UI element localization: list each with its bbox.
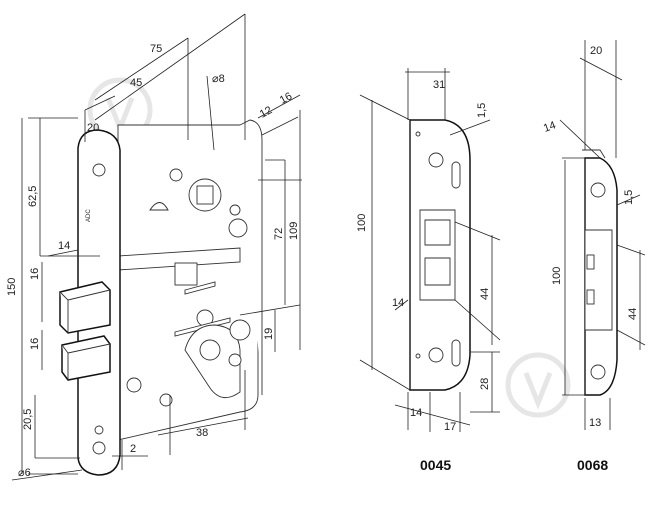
dim-20-strike: 20 — [590, 45, 602, 57]
dim-12: 12 — [258, 104, 274, 120]
lock-body-drawing: ADC — [11, 13, 302, 481]
dim-31: 31 — [433, 79, 445, 91]
dim-62-5: 62,5 — [27, 186, 39, 207]
dim-1-5-a: 1,5 — [476, 103, 488, 118]
watermark-logo-right — [505, 352, 571, 418]
dim-44-b: 44 — [627, 308, 639, 320]
dim-17: 17 — [444, 421, 456, 433]
dim-d6: ⌀6 — [18, 467, 31, 479]
dim-28: 28 — [479, 378, 491, 390]
model-code-0068: 0068 — [577, 457, 608, 473]
dim-38: 38 — [196, 427, 208, 439]
dim-d8: ⌀8 — [212, 73, 225, 85]
dim-16-latch: 16 — [29, 268, 41, 280]
dim-2: 2 — [130, 443, 136, 455]
dim-109: 109 — [288, 222, 300, 240]
dim-14: 14 — [58, 240, 70, 252]
dim-16-bolt: 16 — [29, 338, 41, 350]
dim-45: 45 — [130, 77, 142, 89]
strike-0045-drawing — [359, 68, 501, 432]
dim-1-5-b: 1,5 — [623, 190, 635, 205]
model-code-0045: 0045 — [420, 457, 451, 473]
dim-14-strike2: 14 — [542, 119, 558, 134]
dim-19: 19 — [263, 328, 275, 340]
strike-0068-drawing — [559, 40, 646, 430]
dim-20-5: 20,5 — [22, 409, 34, 430]
dim-100-a: 100 — [356, 214, 368, 232]
dim-14-strike: 14 — [392, 297, 404, 309]
dim-75: 75 — [150, 43, 162, 55]
dim-14-bottom: 14 — [410, 407, 422, 419]
svg-text:ADC: ADC — [86, 209, 92, 222]
dim-13: 13 — [589, 417, 601, 429]
dim-16-top: 16 — [278, 90, 294, 106]
dim-72: 72 — [273, 228, 285, 240]
dim-150: 150 — [6, 278, 18, 296]
dim-100-b: 100 — [551, 267, 563, 285]
dim-44-a: 44 — [479, 288, 491, 300]
dim-20: 20 — [87, 122, 99, 134]
